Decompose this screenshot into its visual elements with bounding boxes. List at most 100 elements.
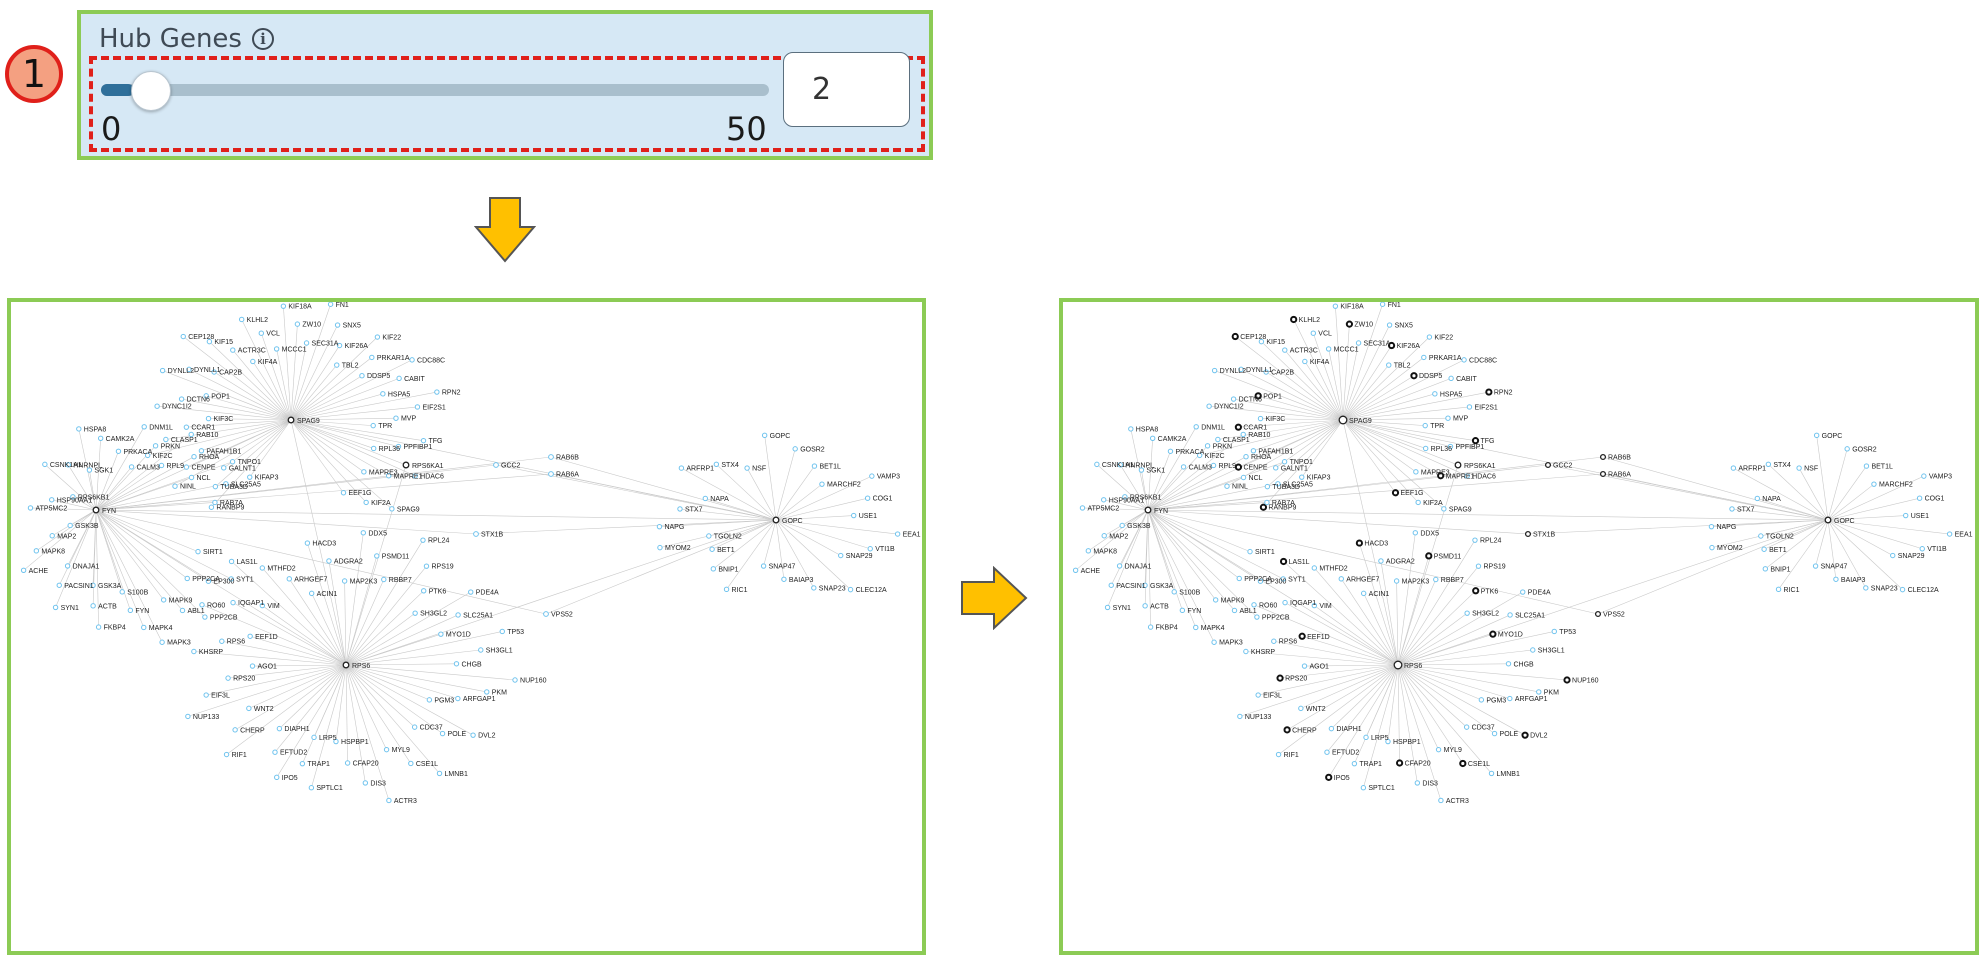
gene-node [1193, 424, 1199, 430]
gene-node [172, 483, 178, 489]
gene-label: KIF4A [258, 359, 278, 366]
network-edge [1827, 519, 1837, 580]
gene-node [1299, 474, 1305, 480]
gene-node [781, 576, 787, 582]
gene-label: LMNB1 [445, 771, 468, 778]
gene-label: RAB7A [1272, 500, 1295, 507]
network-edge [1778, 519, 1829, 590]
highlighted-gene-node [1395, 759, 1404, 767]
network-edge [1240, 369, 1344, 421]
gene-label: KIF26A [1397, 343, 1421, 350]
gene-label: PRKACA [1175, 449, 1204, 456]
gene-node [195, 548, 201, 555]
gene-label: RPN2 [442, 390, 461, 397]
slider-fill [101, 84, 134, 96]
network-edge [290, 324, 298, 421]
gene-node [677, 506, 683, 512]
info-icon[interactable]: i [251, 28, 274, 50]
gene-node [369, 354, 375, 361]
gene-node [1754, 495, 1761, 502]
gene-label: GALNT1 [1281, 465, 1308, 472]
gene-label: FYN [1187, 608, 1201, 615]
gene-label: SNX5 [343, 323, 361, 330]
gene-label: FYN [135, 608, 149, 615]
gene-node [160, 597, 167, 603]
network-edge [1326, 664, 1399, 753]
gene-node [1255, 692, 1261, 698]
gene-label: EEA1 [1955, 532, 1973, 539]
network-edge [95, 434, 192, 511]
network-edge [550, 473, 777, 521]
network-edge [1397, 612, 1468, 666]
gene-label: RBBP7 [389, 577, 412, 584]
gene-label: KHSRP [1251, 649, 1275, 656]
hub-genes-value-input[interactable]: 2 [783, 52, 910, 127]
gene-node [179, 607, 186, 614]
network-edge [290, 419, 389, 477]
network-edge [307, 542, 347, 666]
network-edge [290, 406, 418, 421]
gene-label: RAB6B [556, 455, 579, 462]
gene-label: MAPK3 [167, 640, 191, 647]
network-edge [1284, 602, 1399, 666]
network-edge [1147, 509, 1284, 580]
gene-node [1302, 358, 1308, 365]
gene-node [1890, 552, 1896, 559]
highlighted-gene-node [1425, 552, 1433, 560]
network-edge [95, 426, 145, 511]
gene-label: KIF22 [1434, 335, 1453, 342]
gene-node [1257, 578, 1264, 584]
gene-label: RHOA [199, 454, 220, 461]
gene-node [228, 558, 235, 565]
network-edge [1335, 306, 1344, 421]
gene-label: RPS19 [1483, 564, 1505, 571]
gene-label: CDC88C [1469, 357, 1497, 364]
gene-label: BAIAP3 [789, 577, 814, 584]
gene-node [341, 578, 348, 584]
gene-node [1280, 576, 1286, 582]
network-edge [1147, 438, 1153, 511]
gene-label: SIRT1 [1255, 549, 1275, 556]
gene-label: ACIN1 [1369, 591, 1390, 598]
network-edge [290, 324, 338, 421]
gene-label: EEF1D [255, 634, 278, 641]
gene-node [1281, 459, 1288, 465]
gene-label: HSP90AA1 [57, 497, 93, 504]
gene-label: SPTLC1 [1368, 785, 1395, 792]
gene-label: MAPK9 [169, 597, 193, 604]
gene-node [421, 588, 427, 594]
hub-genes-slider[interactable] [101, 71, 769, 111]
gene-node [230, 599, 236, 606]
network-graph-after[interactable]: KIFAP3RANBP9TUBA3DGALNT1NINLCENPEPAFAH1B… [1063, 302, 1975, 951]
network-edge [1258, 664, 1399, 696]
gene-node [299, 760, 306, 767]
network-edge [1827, 519, 1893, 556]
gene-label: SNX5 [1395, 323, 1413, 330]
network-graph-before[interactable]: KIFAP3RANBP9TUBA3DGALNT1NINLCENPEPAFAH1B… [11, 302, 922, 951]
gene-node [1167, 448, 1174, 454]
gene-label: DDSP5 [367, 373, 390, 380]
gene-node [1138, 467, 1145, 473]
gene-node [1247, 548, 1253, 555]
gene-label: KIF2A [1423, 500, 1443, 507]
gene-label: ATP5MC2 [35, 505, 67, 512]
network-edge [23, 509, 97, 571]
highlighted-gene-node [1234, 463, 1243, 471]
gene-label: AGO1 [1310, 664, 1330, 671]
gene-label: MYO1D [446, 632, 471, 639]
network-edge [95, 509, 163, 643]
network-edge [1397, 663, 1509, 666]
gene-node [1472, 537, 1478, 543]
network-edge [261, 333, 292, 421]
network-edge [1342, 359, 1465, 421]
network-edge [1397, 664, 1467, 728]
slider-max-label: 50 [726, 110, 767, 148]
network-edge [345, 664, 516, 681]
network-edge [1147, 456, 1604, 511]
gene-node [1412, 530, 1419, 536]
gene-node [259, 565, 266, 571]
network-edge [1397, 590, 1476, 666]
network-edge [1527, 519, 1829, 535]
slider-thumb[interactable] [130, 71, 171, 111]
gene-node [393, 415, 399, 421]
